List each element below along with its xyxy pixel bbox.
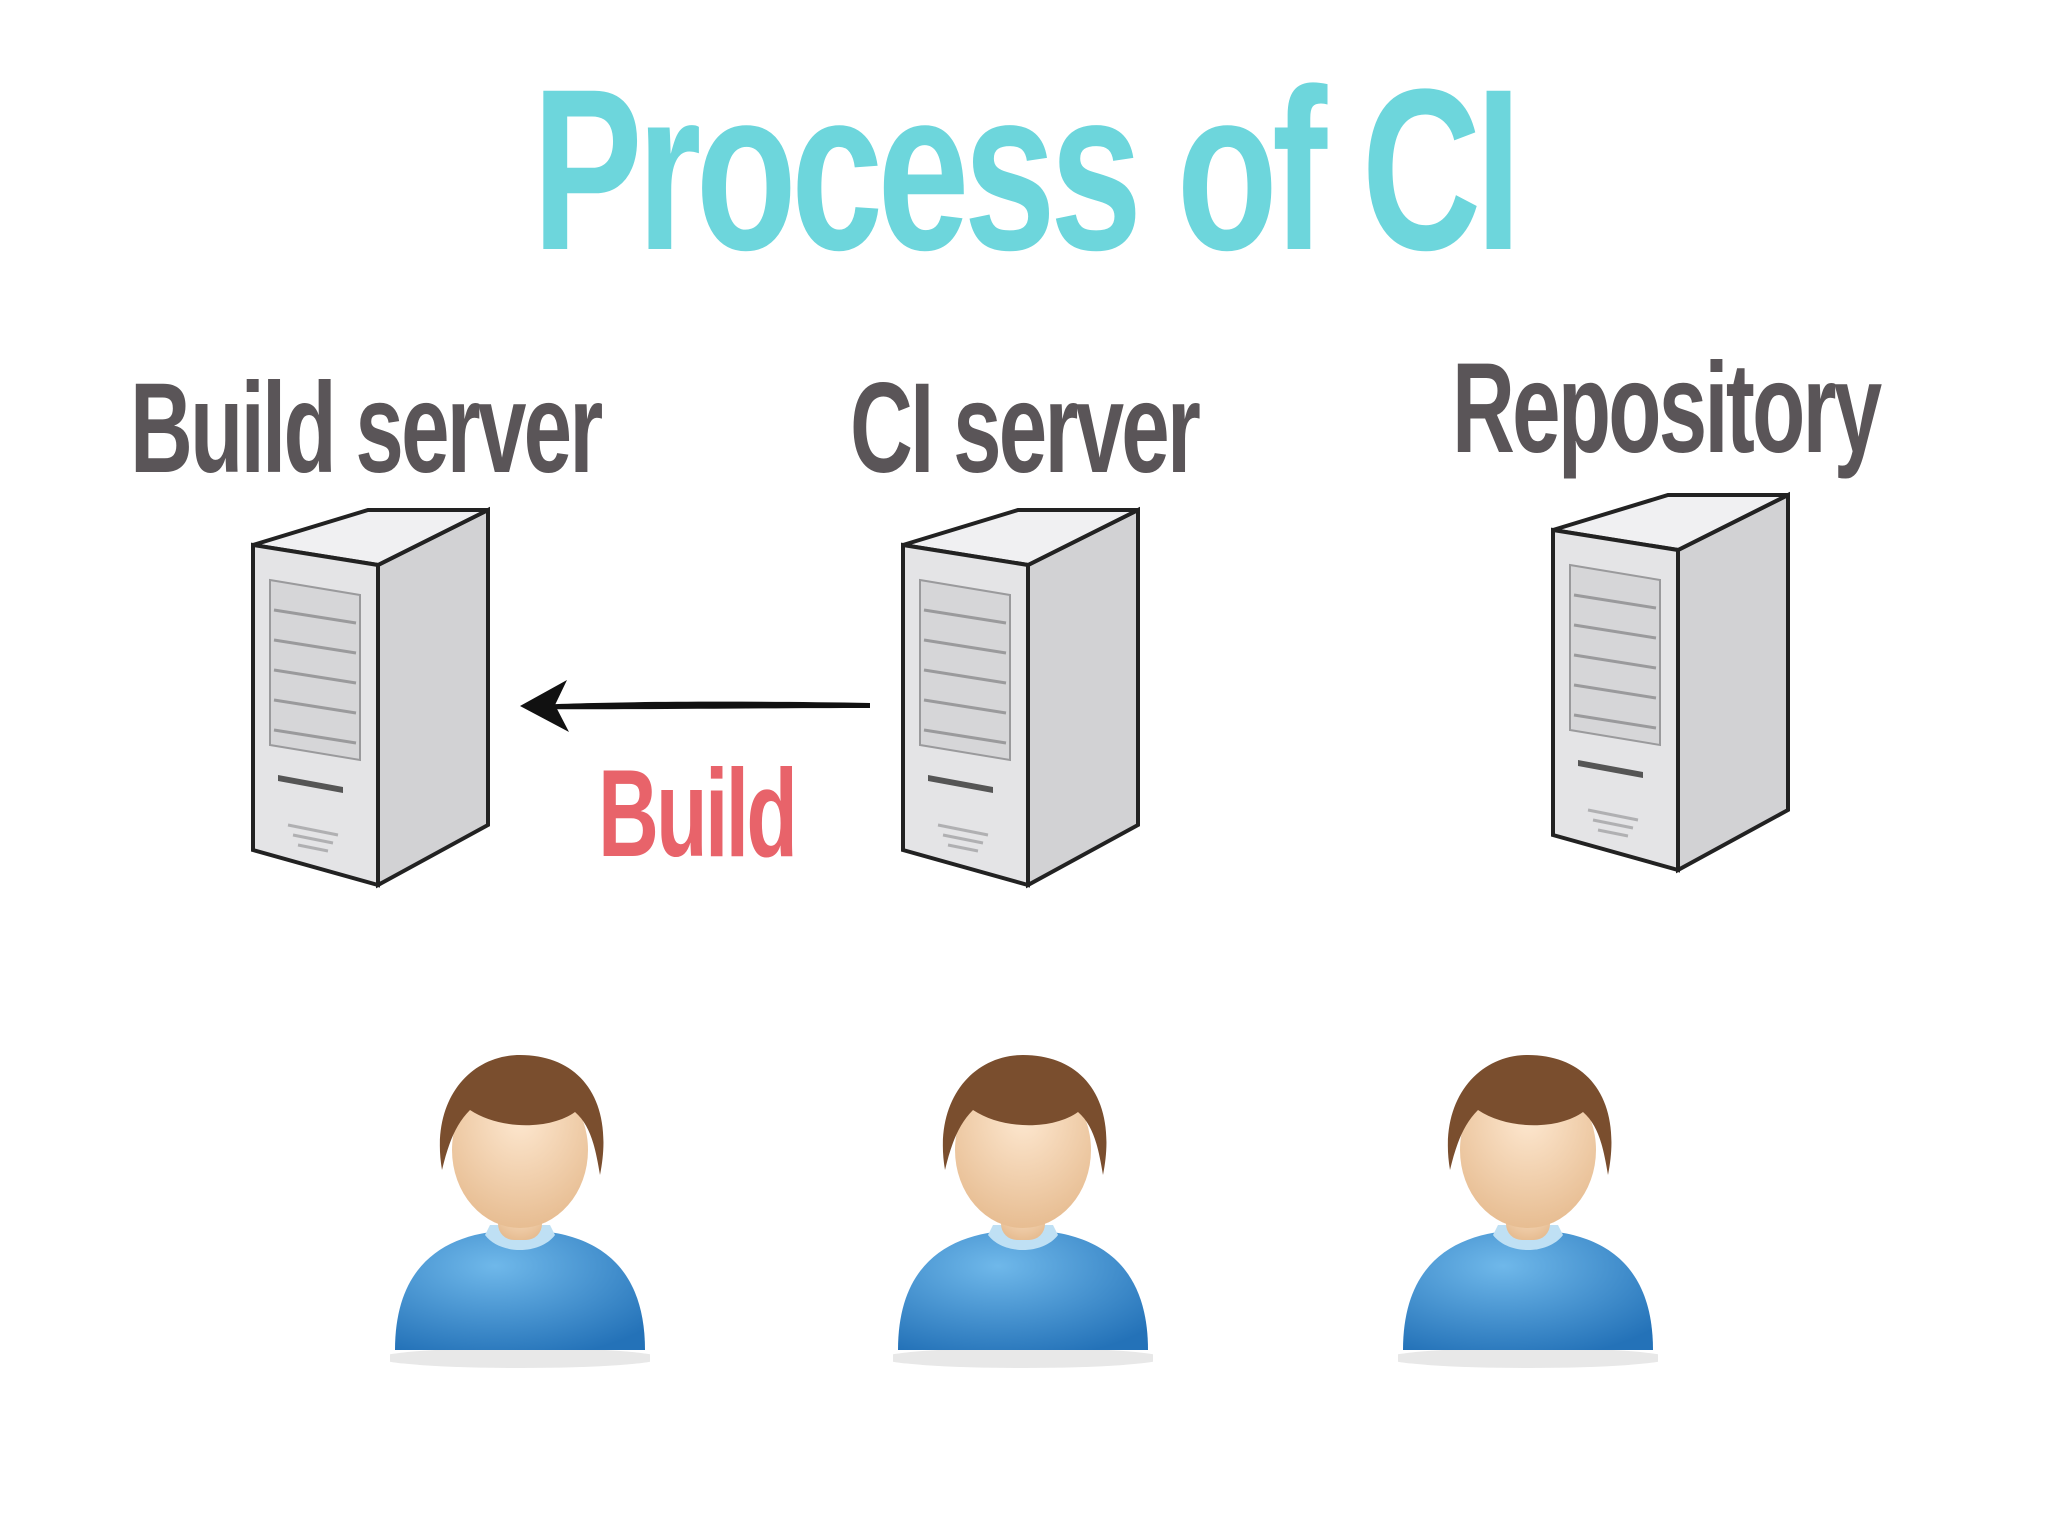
build-edge-label: Build	[598, 745, 798, 883]
repository-label: Repository	[1452, 337, 1882, 480]
build-server-icon	[251, 506, 490, 889]
developer-3-icon	[1398, 1055, 1658, 1368]
slide-title: Process of CI	[532, 41, 1521, 298]
ci-server-label: CI server	[850, 357, 1201, 500]
developer-2-icon	[893, 1055, 1153, 1368]
build-server-label: Build server	[130, 357, 603, 500]
build-arrow	[520, 680, 870, 732]
ci-server-icon	[901, 506, 1140, 889]
developer-1-icon	[390, 1055, 650, 1368]
repository-server-icon	[1551, 491, 1790, 874]
